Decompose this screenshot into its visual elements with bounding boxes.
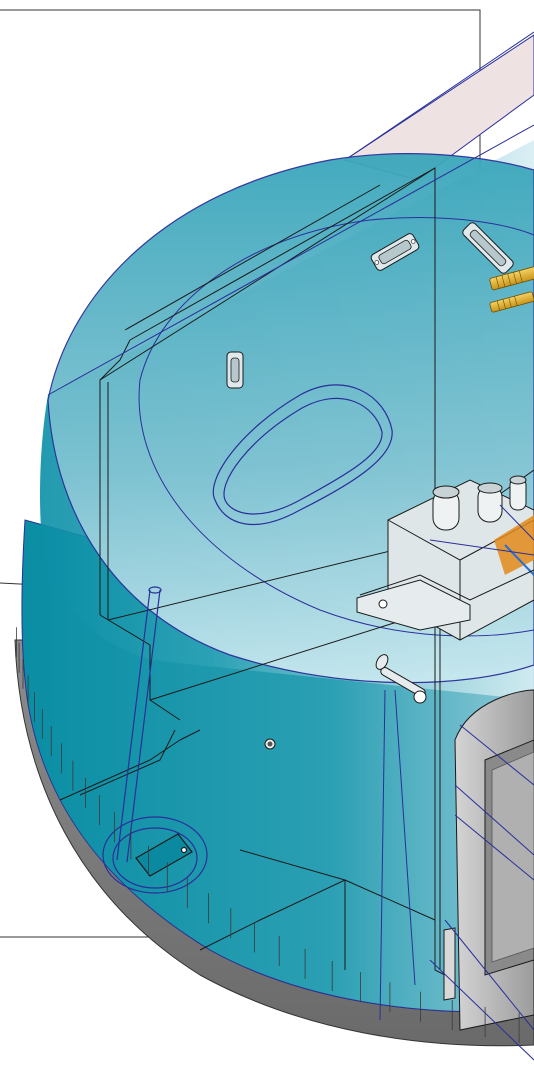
capacitor-icon xyxy=(432,475,527,531)
lid-recess-slot xyxy=(212,384,393,525)
drain-tube xyxy=(116,586,162,863)
db15-connector-icon xyxy=(370,233,420,271)
floor-port xyxy=(102,816,208,894)
brass-screw-icon xyxy=(489,265,534,313)
rim-ribs xyxy=(15,627,520,1043)
db25-connector-icon xyxy=(462,222,514,274)
db9-connector-icon xyxy=(226,351,244,389)
latch-rod xyxy=(375,654,427,704)
socket-hole-icon xyxy=(264,738,276,750)
wireframe-overlay xyxy=(47,124,534,1061)
front-door-panel xyxy=(443,689,534,1031)
